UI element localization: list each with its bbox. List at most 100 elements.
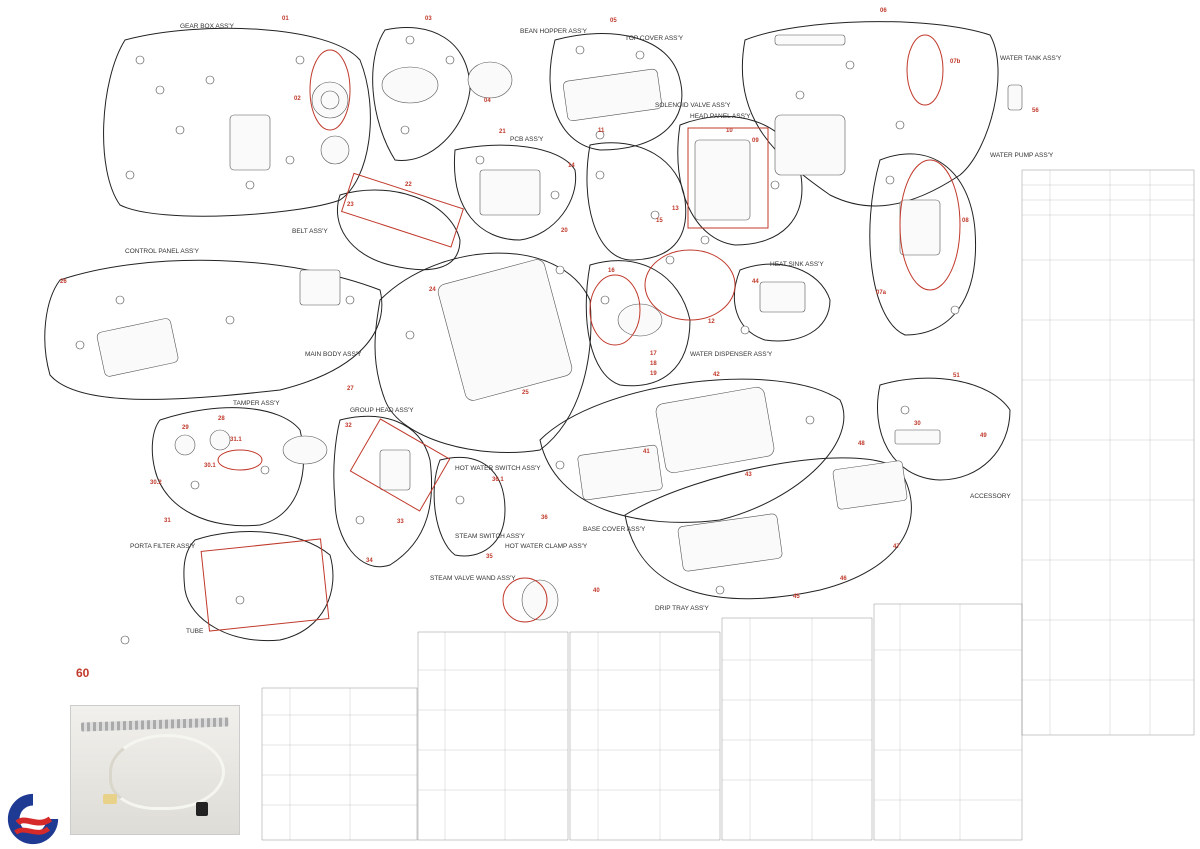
label-belt: BELT ASS'Y	[292, 228, 328, 235]
callout-30-1: 30.1	[204, 463, 216, 469]
top-cover-outline	[549, 33, 683, 151]
callout-18: 18	[650, 361, 657, 367]
callout-01: 01	[282, 16, 289, 22]
callout-26: 26	[60, 279, 67, 285]
callout-22: 22	[405, 182, 412, 188]
callout-15: 15	[656, 218, 663, 224]
label-drip-tray: DRIP TRAY ASS'Y	[655, 605, 710, 612]
callout-35: 35	[486, 554, 493, 560]
brand-logo	[7, 793, 59, 845]
callout-32: 32	[345, 423, 352, 429]
part-60-photo	[70, 705, 240, 835]
label-hot-water-clamp: HOT WATER CLAMP ASS'Y	[505, 543, 588, 550]
label-steam-switch: STEAM SWITCH ASS'Y	[455, 533, 526, 540]
callout-48: 48	[858, 441, 865, 447]
callout-13: 13	[672, 206, 679, 212]
strap-shape	[80, 717, 230, 732]
callout-30-2: 30.2	[150, 480, 162, 486]
label-water-tank: WATER TANK ASS'Y	[1000, 55, 1062, 62]
callout-27: 27	[347, 386, 354, 392]
label-main-body: MAIN BODY ASS'Y	[305, 351, 362, 358]
drip-tray-outline	[624, 457, 912, 600]
porta-filter-outline	[151, 407, 305, 527]
callout-21: 21	[499, 129, 506, 135]
label-porta-filter: PORTA FILTER ASS'Y	[130, 543, 196, 550]
callout-31-1: 31.1	[230, 437, 242, 443]
callout-numbers: 01 02 03 04 05 06 07a 07b 08 09 10 11 12…	[60, 8, 1039, 600]
steam-switch-outline	[433, 456, 506, 557]
callout-44: 44	[752, 279, 759, 285]
callout-42: 42	[713, 372, 720, 378]
pcb-outline	[453, 144, 577, 241]
callout-56: 56	[1032, 108, 1039, 114]
gear-box-outline	[103, 27, 371, 217]
label-group-head: GROUP HEAD ASS'Y	[350, 407, 414, 414]
callout-06: 06	[880, 8, 887, 14]
callout-51: 51	[953, 373, 960, 379]
callout-14: 14	[568, 163, 575, 169]
label-steam-valve-wand: STEAM VALVE WAND ASS'Y	[430, 575, 516, 582]
label-head-panel: HEAD PANEL ASS'Y	[690, 113, 751, 120]
belt-outline	[336, 189, 461, 271]
label-solenoid-valve: SOLENOID VALVE ASS'Y	[655, 102, 731, 109]
cable-shape	[109, 734, 225, 810]
part-glyphs	[96, 34, 1023, 621]
label-gear-box: GEAR BOX ASS'Y	[180, 23, 235, 30]
water-pump-outline	[869, 153, 977, 336]
water-dispenser-outline	[585, 260, 691, 387]
label-heat-sink: HEAT SINK ASS'Y	[770, 261, 824, 268]
tube-outline	[183, 531, 334, 642]
callout-07b: 07b	[950, 59, 961, 65]
callout-33: 33	[397, 519, 404, 525]
callout-41: 41	[643, 449, 650, 455]
label-accessory: ACCESSORY	[970, 493, 1011, 500]
callout-19: 19	[650, 371, 657, 377]
callout-25: 25	[522, 390, 529, 396]
label-tamper: TAMPER ASS'Y	[233, 400, 280, 407]
callout-24: 24	[429, 287, 436, 293]
reference-bubbles	[75, 35, 960, 645]
callout-03: 03	[425, 16, 432, 22]
label-tube: TUBE	[186, 628, 204, 635]
label-bean-hopper: BEAN HOPPER ASS'Y	[520, 28, 588, 35]
callout-45: 45	[793, 594, 800, 600]
label-pcb: PCB ASS'Y	[510, 136, 544, 143]
callout-05: 05	[610, 18, 617, 24]
callout-36: 36	[541, 515, 548, 521]
callout-10: 10	[726, 128, 733, 134]
label-hot-water-switch: HOT WATER SWITCH ASS'Y	[455, 465, 541, 472]
callout-20: 20	[561, 228, 568, 234]
connector-shape	[196, 802, 208, 816]
callout-16: 16	[608, 268, 615, 274]
label-control-panel: CONTROL PANEL ASS'Y	[125, 248, 200, 255]
callout-09: 09	[752, 138, 759, 144]
callout-47: 47	[893, 544, 900, 550]
callout-49: 49	[980, 433, 987, 439]
callout-17: 17	[650, 351, 657, 357]
callout-11: 11	[598, 128, 605, 134]
callout-02: 02	[294, 96, 301, 102]
callout-34: 34	[366, 558, 373, 564]
callout-07a: 07a	[876, 290, 887, 296]
accessory-outline	[877, 377, 1011, 481]
main-body-outline	[374, 252, 592, 453]
label-top-cover: TOP COVER ASS'Y	[625, 35, 684, 42]
highlight-rings	[200, 34, 961, 632]
label-water-pump: WATER PUMP ASS'Y	[990, 152, 1054, 159]
terminal-shape	[103, 794, 117, 804]
callout-30: 30	[914, 421, 921, 427]
solenoid-outline	[586, 142, 687, 261]
parts-list-tables	[261, 169, 1195, 841]
assembly-labels: GEAR BOX ASS'Y BEAN HOPPER ASS'Y TOP COV…	[125, 23, 1062, 635]
control-panel-outline	[44, 259, 383, 400]
callout-12: 12	[708, 319, 715, 325]
callout-40: 40	[593, 588, 600, 594]
callout-04: 04	[484, 98, 491, 104]
callout-23: 23	[347, 202, 354, 208]
base-cover-outline	[539, 378, 845, 523]
water-tank-outline	[741, 21, 999, 207]
callout-31: 31	[164, 518, 171, 524]
callout-36-1: 36.1	[492, 477, 504, 483]
label-base-cover: BASE COVER ASS'Y	[583, 526, 646, 533]
